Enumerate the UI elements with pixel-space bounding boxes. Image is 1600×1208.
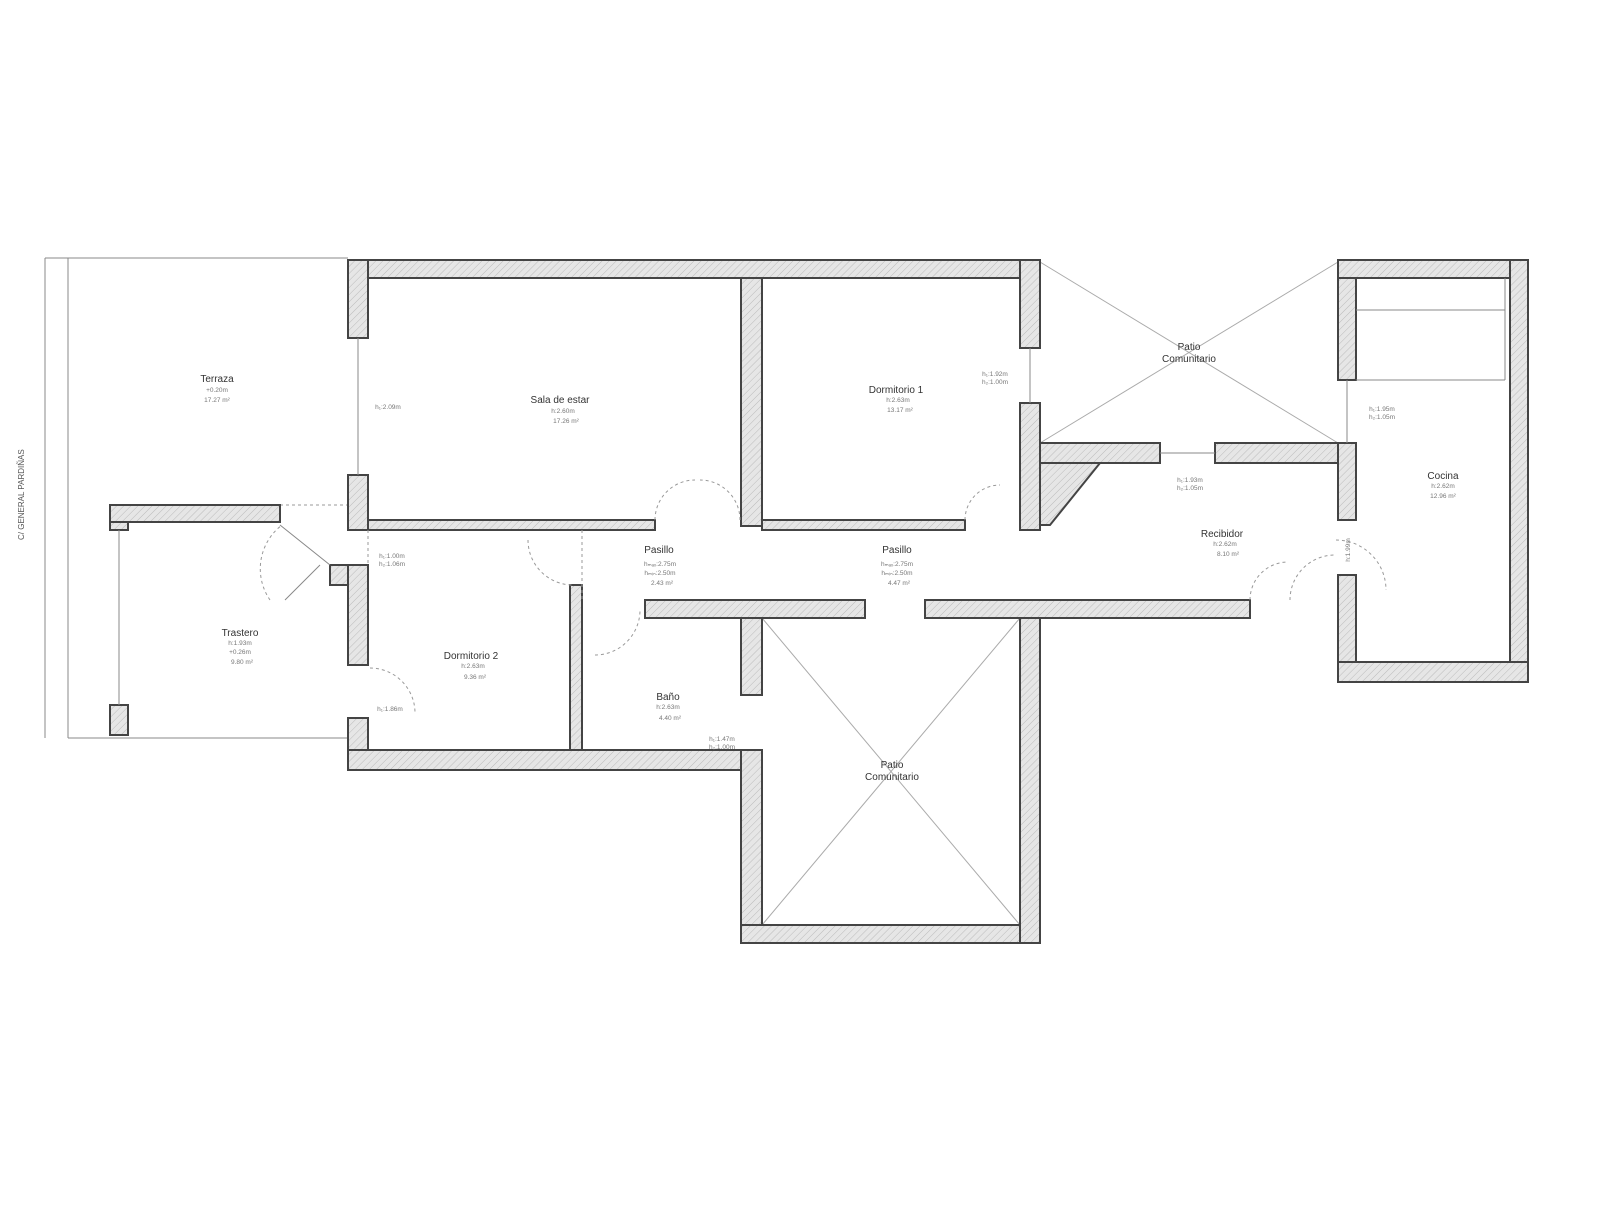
trastero-height: h:1.93m [228,640,252,647]
dorm1-name: Dormitorio 1 [869,385,924,396]
bano-window-2: h₂:1.00m [709,744,735,751]
dorm2-door: h₁:1.86m [377,706,403,713]
cocina-window-2: h₂:1.05m [1369,414,1395,421]
patio-diagonals [761,261,1339,926]
recibidor-name: Recibidor [1201,529,1244,540]
trastero-name: Trastero [222,628,259,639]
pasillo1-name: Pasillo [644,545,674,556]
walls [109,259,1529,944]
cocina-door: h:1.99m [1345,538,1352,562]
dorm1-area: 13.17 m² [887,407,913,414]
street-label: C/ GENERAL PARDIÑAS [17,449,26,540]
sala-area: 17.26 m² [553,418,579,425]
pasillo1-hmax: hₘₐₓ:2.75m [644,561,676,568]
patio1-name-1: Patio [1178,342,1201,353]
cocina-window-1: h₁:1.95m [1369,406,1395,413]
bano-name: Baño [656,692,680,703]
pasillo1-hmin: hₘᵢₙ:2.50m [644,570,675,577]
dorm2-window-1: h₁:1.00m [379,553,405,560]
cocina-area: 12.96 m² [1430,493,1456,500]
pasillo1-area: 2.43 m² [651,580,674,587]
pasillo2-area: 4.47 m² [888,580,911,587]
dorm1-window-1: h₁:1.92m [982,371,1008,378]
trastero-level: +0.26m [229,649,251,656]
bano-area: 4.40 m² [659,715,682,722]
bano-height: h:2.63m [656,704,680,711]
cocina-height: h:2.62m [1431,483,1455,490]
sala-height: h:2.60m [551,408,575,415]
patio1-name-2: Comunitario [1162,354,1216,365]
recibidor-window-1: h₁:1.93m [1177,477,1203,484]
dorm2-window-2: h₂:1.06m [379,561,405,568]
patio2-name-2: Comunitario [865,772,919,783]
dorm2-area: 9.36 m² [464,674,487,681]
pasillo2-name: Pasillo [882,545,912,556]
sala-window: h₁:2.09m [375,404,401,411]
dorm2-name: Dormitorio 2 [444,651,499,662]
bano-window-1: h₁:1.47m [709,736,735,743]
patio2-name-1: Patio [881,760,904,771]
terraza-area: 17.27 m² [204,397,230,404]
dorm2-height: h:2.63m [461,663,485,670]
pasillo2-hmax: hₘₐₓ:2.75m [881,561,913,568]
openings [118,278,1506,714]
terraza-level: +0.20m [206,387,228,394]
recibidor-height: h:2.62m [1213,541,1237,548]
pasillo2-hmin: hₘᵢₙ:2.50m [881,570,912,577]
dorm1-window-2: h₂:1.00m [982,379,1008,386]
recibidor-window-2: h₂:1.05m [1177,485,1203,492]
sala-name: Sala de estar [531,395,591,406]
recibidor-area: 8.10 m² [1217,551,1240,558]
cocina-name: Cocina [1427,471,1459,482]
trastero-area: 9.80 m² [231,659,254,666]
dorm1-height: h:2.63m [886,397,910,404]
terraza-outline [44,257,348,739]
terraza-name: Terraza [200,374,234,385]
